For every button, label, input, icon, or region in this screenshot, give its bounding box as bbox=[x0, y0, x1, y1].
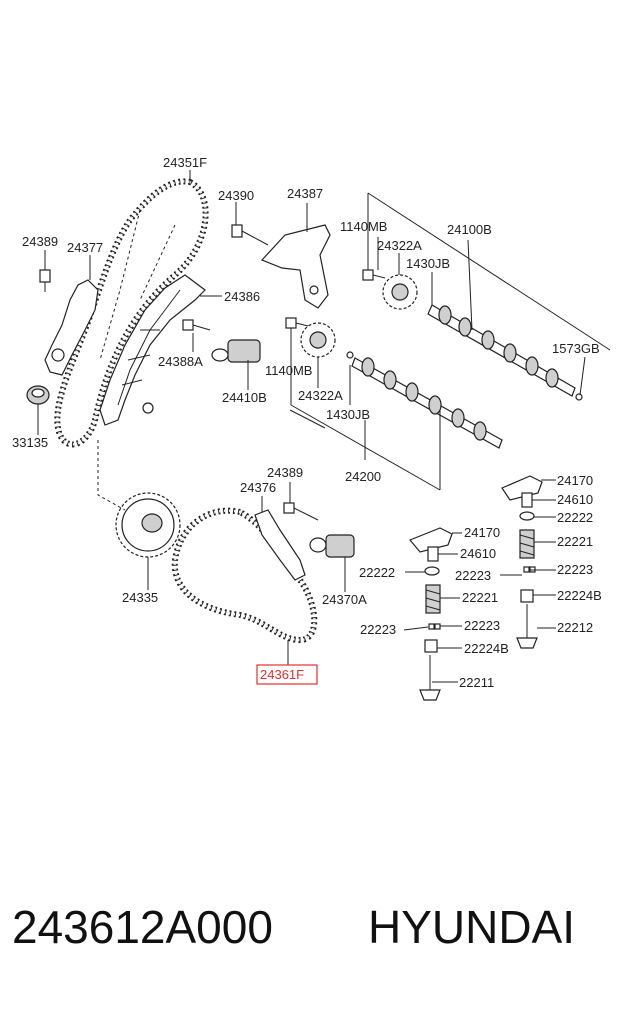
label-24610-right: 24610 bbox=[557, 492, 593, 507]
label-24388A: 24388A bbox=[158, 354, 203, 369]
label-22223-center-1: 22223 bbox=[455, 568, 491, 583]
label-22211: 22211 bbox=[459, 675, 494, 690]
label-22224B-right: 22224B bbox=[557, 588, 602, 603]
label-22212: 22212 bbox=[557, 620, 593, 635]
label-24387: 24387 bbox=[287, 186, 323, 201]
label-1140MB-mid: 1140MB bbox=[265, 363, 312, 378]
bushing-33135 bbox=[26, 385, 50, 405]
label-24322A-mid: 24322A bbox=[298, 388, 343, 403]
upper-timing-chain bbox=[54, 178, 209, 448]
label-1573GB: 1573GB bbox=[552, 341, 600, 356]
label-1140MB-top: 1140MB bbox=[340, 219, 387, 234]
part-number-text: 243612A000 bbox=[12, 901, 273, 953]
valve-22212 bbox=[516, 604, 538, 649]
label-22221-center: 22221 bbox=[462, 590, 498, 605]
tensioner-arm bbox=[99, 274, 206, 426]
tensioner-24370A bbox=[309, 534, 355, 558]
label-22224B-center: 22224B bbox=[464, 641, 509, 656]
label-22223-center-2: 22223 bbox=[360, 622, 396, 637]
label-24386: 24386 bbox=[224, 289, 260, 304]
bolt-24389-left bbox=[39, 269, 51, 292]
lash-adjuster-24610-right bbox=[521, 492, 533, 508]
label-22222-right: 22222 bbox=[557, 510, 593, 525]
bolt-24388A bbox=[182, 319, 211, 331]
bolt-24389-mid bbox=[283, 502, 319, 521]
label-33135: 33135 bbox=[12, 435, 48, 450]
valve-spring-22221-right bbox=[519, 529, 535, 559]
valve-22211 bbox=[419, 655, 441, 701]
camshaft-exhaust-24200 bbox=[351, 357, 503, 449]
label-22223-right: 22223 bbox=[557, 562, 593, 577]
label-24335: 24335 bbox=[122, 590, 158, 605]
label-24170-center: 24170 bbox=[464, 525, 500, 540]
label-24389-mid: 24389 bbox=[267, 465, 303, 480]
bolt-1140MB-top bbox=[362, 269, 386, 281]
label-24377: 24377 bbox=[67, 240, 103, 255]
label-24389-left: 24389 bbox=[22, 234, 58, 249]
brand-text: HYUNDAI bbox=[368, 901, 576, 953]
valve-seal-22224B-center bbox=[424, 639, 438, 653]
sprocket-24322A-top bbox=[382, 274, 418, 310]
crank-sprocket-24335 bbox=[115, 492, 181, 558]
label-24410B: 24410B bbox=[222, 390, 267, 405]
camshaft-intake-24100B bbox=[427, 304, 576, 397]
valve-spring-22221-center bbox=[425, 584, 441, 614]
label-24376: 24376 bbox=[240, 480, 276, 495]
retainer-22222-right bbox=[519, 511, 535, 521]
bolt-24390 bbox=[231, 224, 269, 246]
valve-seal-22224B-right bbox=[520, 589, 534, 603]
highlight-box-24361F bbox=[256, 664, 318, 685]
chain-guide-24376 bbox=[254, 509, 306, 581]
label-24610-center: 24610 bbox=[460, 546, 496, 561]
label-22221-right: 22221 bbox=[557, 534, 593, 549]
bolt-1140MB-mid bbox=[285, 317, 309, 329]
retainer-22222-center bbox=[424, 566, 440, 576]
label-24390: 24390 bbox=[218, 188, 254, 203]
label-24351F: 24351F bbox=[163, 155, 207, 170]
label-24170-right: 24170 bbox=[557, 473, 593, 488]
label-24322A-top: 24322A bbox=[377, 238, 422, 253]
label-24100B: 24100B bbox=[447, 222, 492, 237]
label-24370A: 24370A bbox=[322, 592, 367, 607]
label-24361F[interactable]: 24361F bbox=[260, 667, 304, 682]
leader-lines bbox=[37, 170, 611, 683]
label-1430JB-top: 1430JB bbox=[406, 256, 450, 271]
label-22223-center-3: 22223 bbox=[464, 618, 500, 633]
lash-adjuster-24610-center bbox=[427, 546, 439, 562]
tensioner-24410B bbox=[211, 339, 261, 363]
chain-guide-left bbox=[44, 279, 99, 376]
bracket-24387 bbox=[260, 224, 331, 309]
label-24200: 24200 bbox=[345, 469, 381, 484]
sprocket-24322A-mid bbox=[300, 322, 336, 358]
label-1430JB-mid: 1430JB bbox=[326, 407, 370, 422]
footer: 243612A000 HYUNDAI bbox=[0, 900, 620, 980]
rocker-arm-24170-center bbox=[409, 527, 453, 553]
label-22222-center: 22222 bbox=[359, 565, 395, 580]
